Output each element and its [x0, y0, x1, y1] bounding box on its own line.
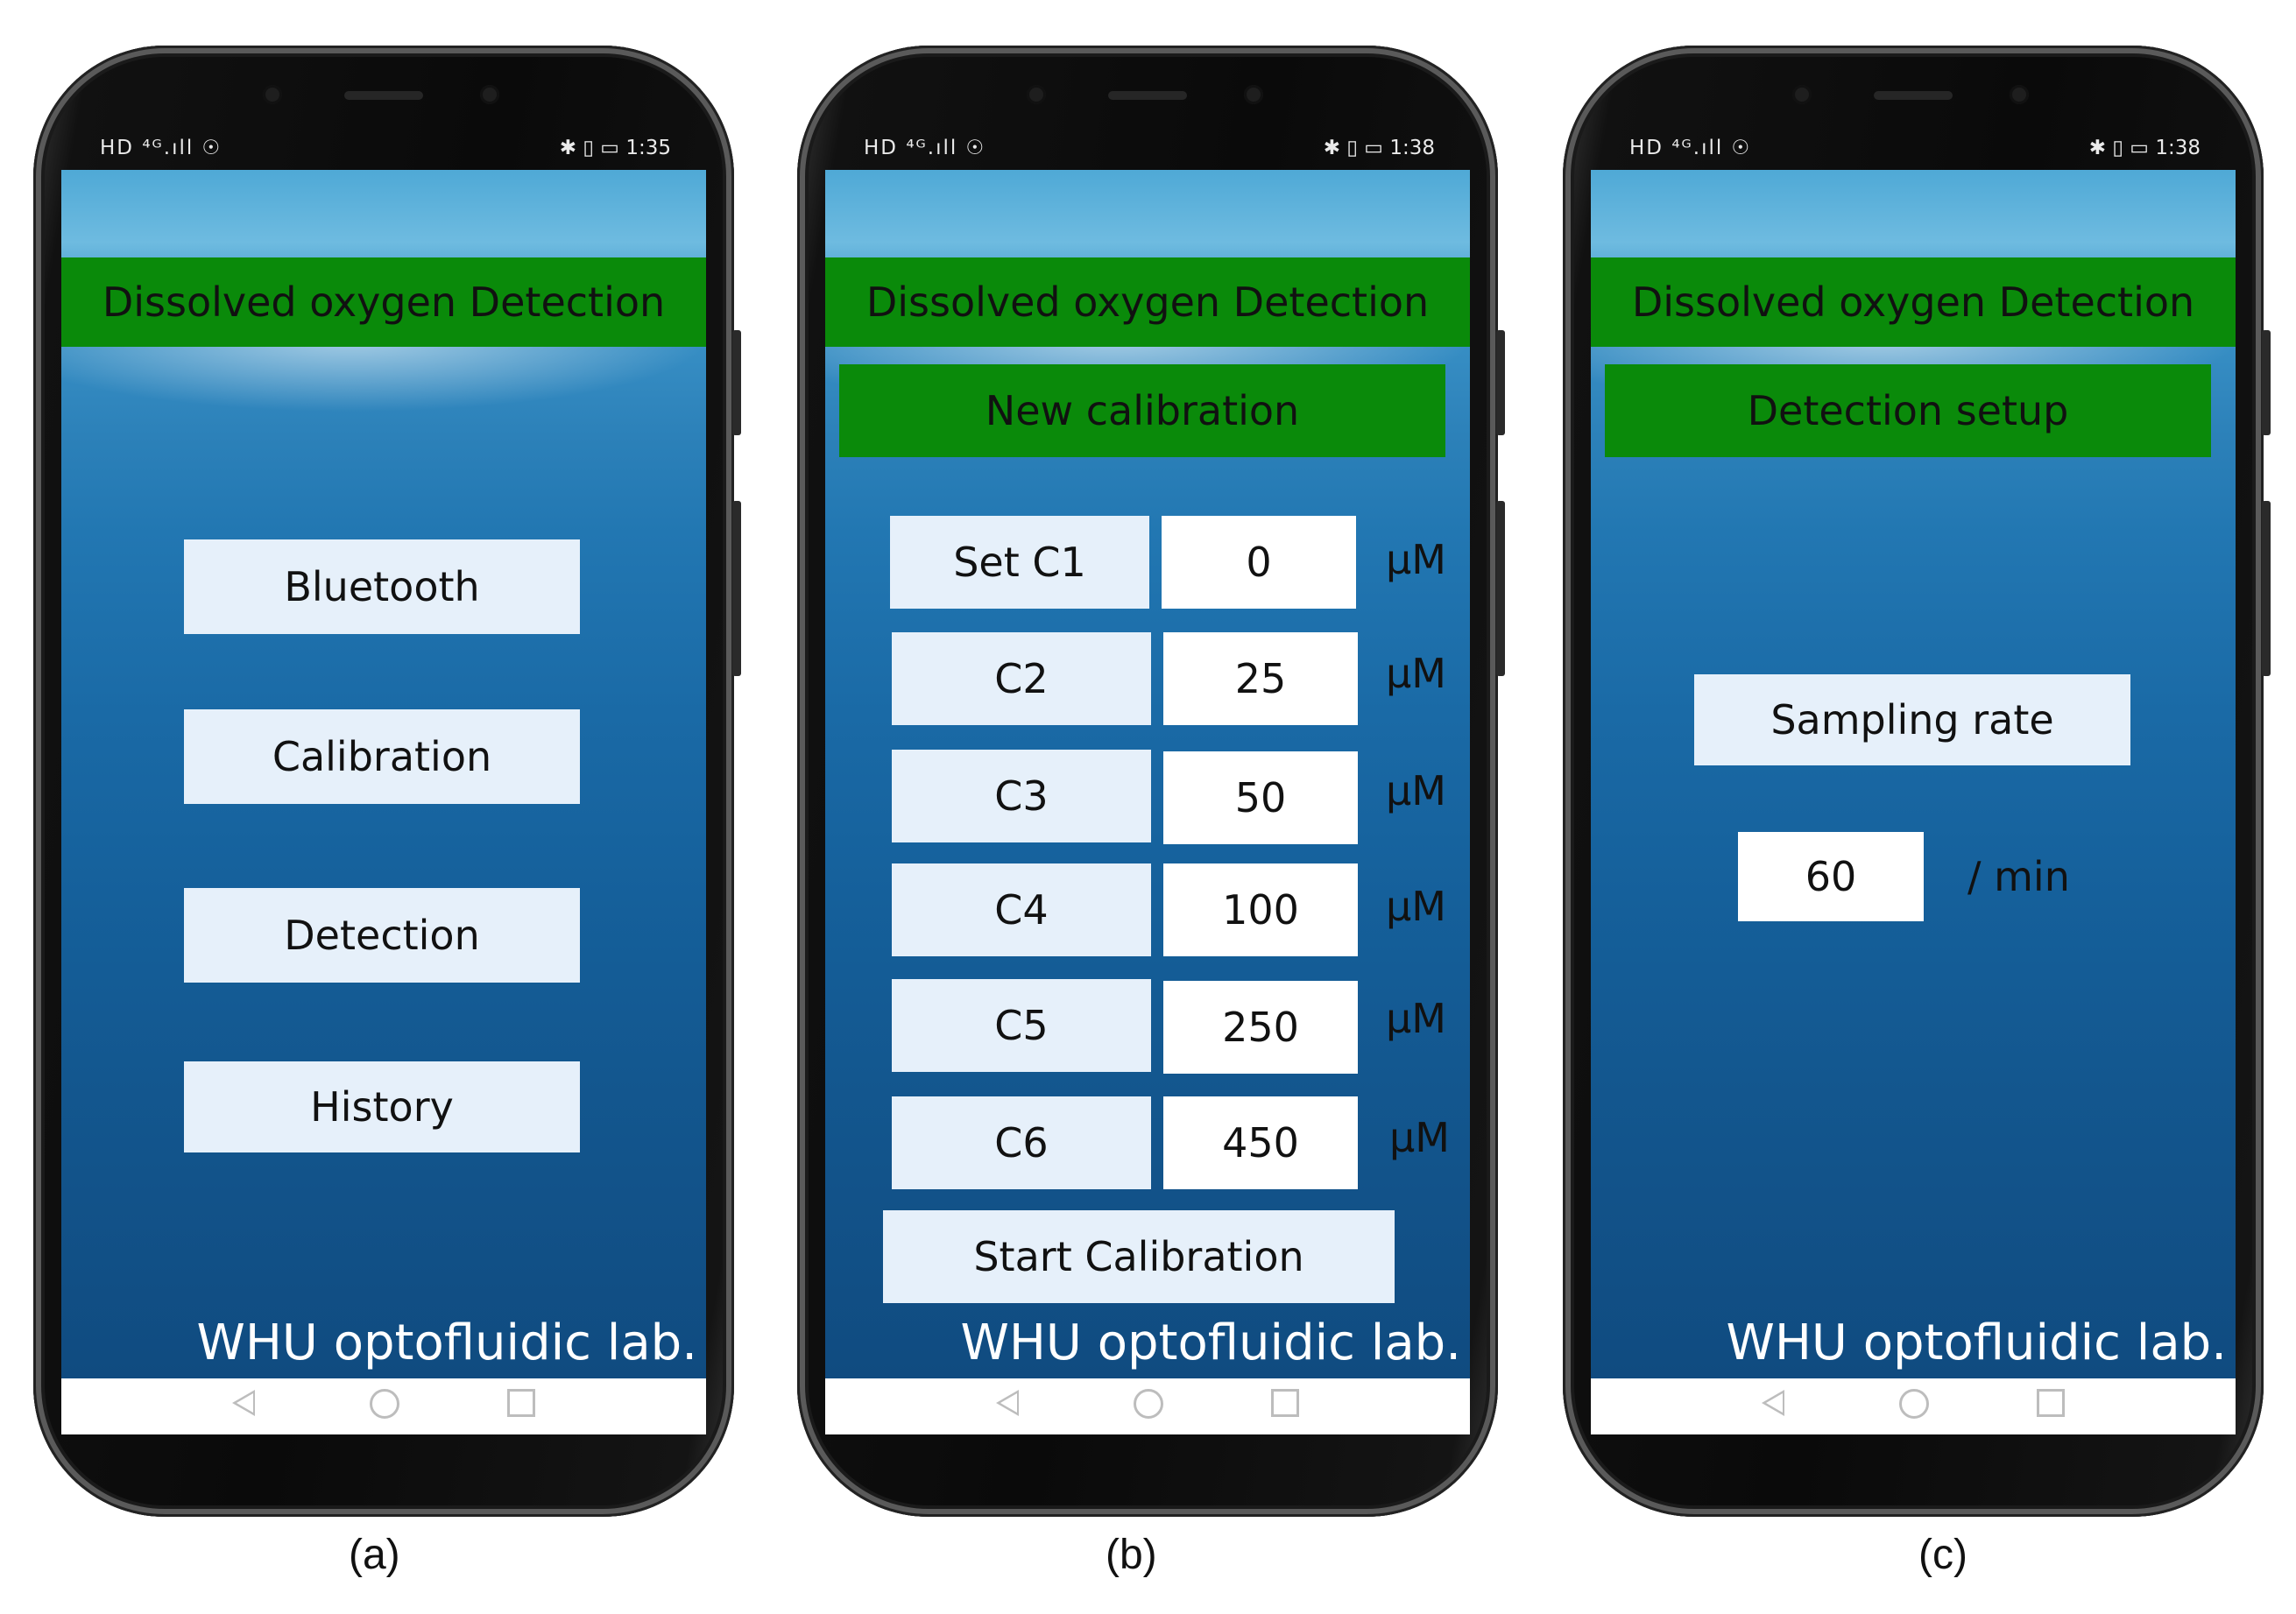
- bluetooth-button[interactable]: Bluetooth: [184, 539, 580, 634]
- status-right: ✱ ▯ ▭ 1:35: [560, 137, 671, 159]
- history-button[interactable]: History: [184, 1061, 580, 1152]
- app-title: Dissolved oxygen Detection: [1631, 278, 2195, 326]
- detection-button[interactable]: Detection: [184, 888, 580, 983]
- c4-button[interactable]: C4: [892, 863, 1151, 956]
- recent-square-icon[interactable]: [2037, 1389, 2065, 1417]
- phone-a-volume-button: [732, 330, 741, 435]
- lab-footer: WHU optofluidic lab.: [1726, 1314, 2227, 1371]
- status-right: ✱ ▯ ▭ 1:38: [2089, 137, 2201, 159]
- phone-b-status-bar: HD ⁴ᴳ.ıll ☉ ✱ ▯ ▭ 1:38: [823, 130, 1472, 166]
- c2-value-input[interactable]: 25: [1163, 632, 1358, 725]
- lab-footer: WHU optofluidic lab.: [960, 1314, 1461, 1371]
- c4-unit: μM: [1386, 883, 1446, 930]
- status-signal-icons: HD ⁴ᴳ.ıll ☉: [1629, 137, 1752, 159]
- c5-value-input[interactable]: 250: [1163, 981, 1358, 1074]
- phone-a-screen: Dissolved oxygen Detection Bluetooth Cal…: [61, 170, 706, 1378]
- phone-c-sensor-icon: [2010, 85, 2029, 104]
- phone-a-power-button: [732, 501, 741, 676]
- status-signal-icons: HD ⁴ᴳ.ıll ☉: [100, 137, 223, 159]
- c2-button[interactable]: C2: [892, 632, 1151, 725]
- status-time: 1:38: [2155, 137, 2201, 159]
- sampling-rate-input[interactable]: 60: [1738, 832, 1924, 921]
- phone-c-speaker: [1874, 91, 1953, 100]
- phone-a-speaker: [344, 91, 423, 100]
- home-circle-icon[interactable]: [1134, 1389, 1163, 1419]
- phone-b-nav-bar: [825, 1378, 1470, 1434]
- app-title-bar: Dissolved oxygen Detection: [1591, 257, 2236, 347]
- detection-setup-header: Detection setup: [1605, 364, 2211, 457]
- c3-button[interactable]: C3: [892, 750, 1151, 842]
- c5-button[interactable]: C5: [892, 979, 1151, 1072]
- start-calibration-button[interactable]: Start Calibration: [883, 1210, 1395, 1303]
- status-right: ✱ ▯ ▭ 1:38: [1324, 137, 1435, 159]
- app-title-bar: Dissolved oxygen Detection: [825, 257, 1470, 347]
- phone-b-sensor-icon: [1244, 85, 1263, 104]
- status-battery-icon: ✱ ▯ ▭: [1323, 137, 1384, 159]
- phone-a-camera-icon: [263, 85, 282, 104]
- phone-c-nav-bar: [1591, 1378, 2236, 1434]
- phone-c-camera-icon: [1792, 85, 1812, 104]
- phone-b-speaker: [1108, 91, 1187, 100]
- caption-a: (a): [349, 1532, 400, 1578]
- phone-a-nav-bar: [61, 1378, 706, 1434]
- back-triangle-icon[interactable]: [232, 1390, 255, 1416]
- app-title: Dissolved oxygen Detection: [102, 278, 666, 326]
- back-triangle-icon[interactable]: [1762, 1390, 1784, 1416]
- status-time: 1:38: [1389, 137, 1435, 159]
- phone-c-screen: Dissolved oxygen Detection Detection set…: [1591, 170, 2236, 1378]
- sampling-rate-unit: / min: [1967, 853, 2070, 900]
- caption-c: (c): [1918, 1532, 1967, 1578]
- calibration-button[interactable]: Calibration: [184, 709, 580, 804]
- c4-value-input[interactable]: 100: [1163, 863, 1358, 956]
- c5-unit: μM: [1386, 995, 1446, 1042]
- home-circle-icon[interactable]: [370, 1389, 399, 1419]
- phone-b-camera-icon: [1027, 85, 1046, 104]
- new-calibration-label: New calibration: [985, 387, 1300, 434]
- phone-c: HD ⁴ᴳ.ıll ☉ ✱ ▯ ▭ 1:38 Dissolved oxygen …: [1563, 46, 2271, 1517]
- phone-a-sensor-icon: [480, 85, 499, 104]
- status-time: 1:35: [625, 137, 671, 159]
- phone-a-status-bar: HD ⁴ᴳ.ıll ☉ ✱ ▯ ▭ 1:35: [60, 130, 708, 166]
- phone-c-volume-button: [2262, 330, 2271, 435]
- c6-button[interactable]: C6: [892, 1096, 1151, 1189]
- lab-footer: WHU optofluidic lab.: [196, 1314, 697, 1371]
- phone-b-volume-button: [1496, 330, 1505, 435]
- app-title-bar: Dissolved oxygen Detection: [61, 257, 706, 347]
- detection-setup-label: Detection setup: [1747, 387, 2069, 434]
- phone-b-power-button: [1496, 501, 1505, 676]
- phone-b: HD ⁴ᴳ.ıll ☉ ✱ ▯ ▭ 1:38 Dissolved oxygen …: [797, 46, 1505, 1517]
- phone-b-screen: Dissolved oxygen Detection New calibrati…: [825, 170, 1470, 1378]
- recent-square-icon[interactable]: [1271, 1389, 1299, 1417]
- status-signal-icons: HD ⁴ᴳ.ıll ☉: [864, 137, 986, 159]
- home-circle-icon[interactable]: [1899, 1389, 1929, 1419]
- phone-c-status-bar: HD ⁴ᴳ.ıll ☉ ✱ ▯ ▭ 1:38: [1589, 130, 2237, 166]
- c6-value-input[interactable]: 450: [1163, 1096, 1358, 1189]
- c1-unit: μM: [1386, 536, 1446, 583]
- status-battery-icon: ✱ ▯ ▭: [2088, 137, 2150, 159]
- sampling-rate-button[interactable]: Sampling rate: [1694, 674, 2130, 765]
- status-battery-icon: ✱ ▯ ▭: [559, 137, 620, 159]
- phone-c-power-button: [2262, 501, 2271, 676]
- phone-a: HD ⁴ᴳ.ıll ☉ ✱ ▯ ▭ 1:35 Dissolved oxygen …: [33, 46, 741, 1517]
- back-triangle-icon[interactable]: [996, 1390, 1019, 1416]
- c3-value-input[interactable]: 50: [1163, 751, 1358, 844]
- app-title: Dissolved oxygen Detection: [865, 278, 1430, 326]
- new-calibration-header: New calibration: [839, 364, 1445, 457]
- c2-unit: μM: [1386, 650, 1446, 697]
- set-c1-button[interactable]: Set C1: [890, 516, 1149, 609]
- caption-b: (b): [1106, 1532, 1157, 1578]
- c1-value-input[interactable]: 0: [1162, 516, 1356, 609]
- c3-unit: μM: [1386, 767, 1446, 814]
- recent-square-icon[interactable]: [507, 1389, 535, 1417]
- c6-unit: μM: [1389, 1114, 1450, 1161]
